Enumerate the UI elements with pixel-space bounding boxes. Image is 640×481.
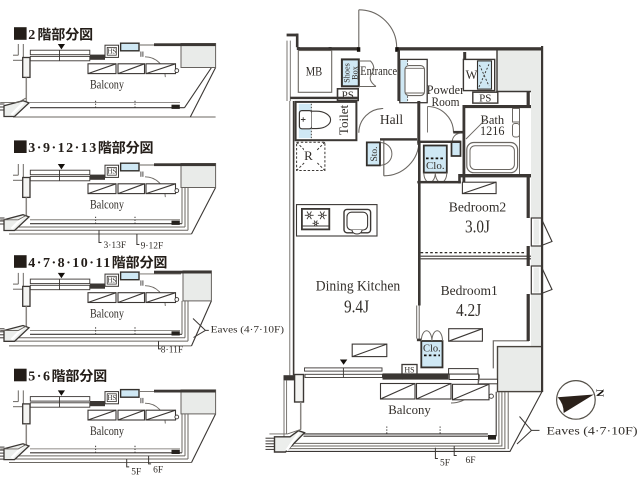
svg-text:Entrance: Entrance: [360, 64, 397, 78]
svg-text:6F: 6F: [466, 456, 476, 466]
svg-text:Bath: Bath: [480, 113, 504, 127]
svg-text:5F: 5F: [131, 468, 141, 478]
svg-text:Room: Room: [432, 95, 460, 109]
svg-text:HS: HS: [107, 395, 116, 402]
svg-text:Shoes: Shoes: [343, 63, 352, 83]
svg-text:MB: MB: [306, 65, 323, 79]
svg-text:PS: PS: [342, 89, 354, 101]
svg-text:8·11F: 8·11F: [161, 345, 183, 355]
svg-text:HS: HS: [404, 365, 414, 374]
svg-text:Balcony: Balcony: [90, 78, 125, 92]
svg-text:4·7·8·10·11: 4·7·8·10·11: [28, 256, 111, 271]
svg-text:W: W: [466, 68, 478, 82]
svg-text:Hall: Hall: [380, 112, 403, 127]
svg-text:Balcony: Balcony: [90, 424, 125, 438]
svg-text:2: 2: [28, 28, 37, 43]
svg-text:Box: Box: [351, 66, 360, 80]
svg-text:5F: 5F: [440, 459, 450, 469]
svg-text:N: N: [594, 389, 606, 397]
svg-text:3·9·12·13: 3·9·12·13: [28, 141, 98, 156]
svg-text:6F: 6F: [153, 466, 163, 476]
svg-text:R: R: [304, 148, 313, 163]
svg-text:PS: PS: [479, 92, 491, 104]
svg-text:Powder: Powder: [427, 83, 465, 97]
svg-text:HS: HS: [107, 48, 116, 55]
svg-text:Bedroom1: Bedroom1: [441, 283, 498, 298]
svg-text:Eaves (4·7·10F): Eaves (4·7·10F): [547, 426, 638, 438]
svg-text:1216: 1216: [480, 124, 505, 138]
svg-text:Balcony: Balcony: [90, 198, 125, 212]
svg-text:9·12F: 9·12F: [141, 242, 164, 252]
svg-text:3.0J: 3.0J: [465, 217, 490, 237]
svg-text:9.4J: 9.4J: [344, 296, 369, 316]
svg-text:Dining Kitchen: Dining Kitchen: [316, 279, 401, 295]
svg-text:Balcony: Balcony: [90, 306, 125, 320]
svg-text:4.2J: 4.2J: [456, 300, 481, 320]
svg-text:Clo.: Clo.: [426, 160, 445, 172]
svg-text:HS: HS: [107, 168, 116, 175]
svg-text:3·13F: 3·13F: [104, 241, 127, 251]
svg-text:Clo.: Clo.: [423, 344, 441, 355]
svg-text:Bedroom2: Bedroom2: [449, 199, 507, 214]
svg-text:HS: HS: [107, 277, 116, 284]
svg-text:Sto.: Sto.: [370, 146, 380, 161]
svg-text:Toilet: Toilet: [336, 105, 351, 136]
svg-text:5·6: 5·6: [28, 369, 51, 384]
svg-text:Eaves (4·7·10F): Eaves (4·7·10F): [211, 325, 284, 336]
svg-text:Balcony: Balcony: [388, 402, 431, 417]
